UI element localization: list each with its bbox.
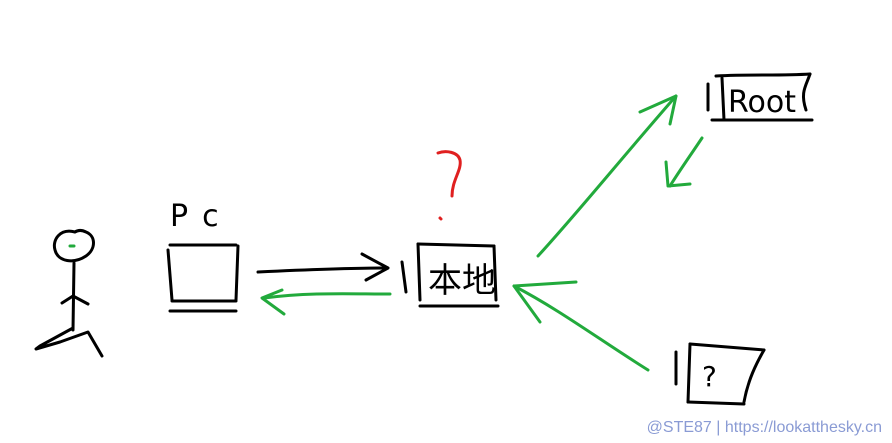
user-stick-figure — [34, 229, 104, 358]
arrow-pc-to-local — [256, 252, 390, 282]
watermark: @STE87 | https://lookatthesky.cn — [646, 419, 882, 436]
root-node: Root — [706, 72, 814, 122]
arrow-unknown-to-local — [512, 280, 650, 372]
arrow-root-return — [664, 136, 704, 188]
local-node: 本地 — [400, 242, 500, 308]
pc-node: Pc — [166, 199, 240, 313]
unknown-node: ? — [674, 342, 766, 406]
unknown-label: ? — [702, 360, 717, 393]
arrow-local-to-pc — [260, 288, 392, 316]
local-label: 本地 — [428, 261, 496, 301]
root-label: Root — [728, 85, 796, 120]
arrow-local-to-root — [536, 94, 678, 258]
pc-label: Pc — [170, 199, 233, 234]
question-mark-annotation — [436, 150, 462, 221]
